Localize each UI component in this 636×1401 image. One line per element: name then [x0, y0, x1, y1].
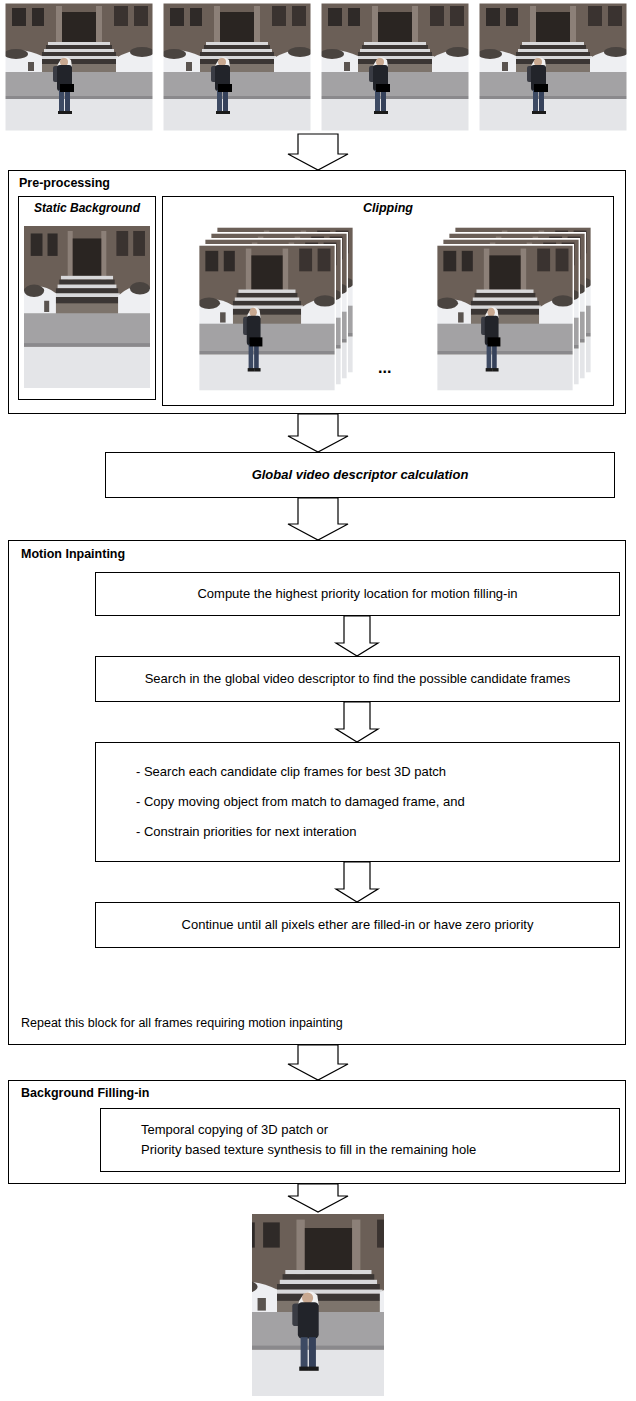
box-text: Global video descriptor calculation	[252, 467, 469, 483]
panel-box: Static Background	[18, 196, 156, 400]
background-image	[24, 226, 150, 388]
stage-box: Background Filling-inTemporal copying of…	[8, 1080, 626, 1184]
box-heading: Repeat this block for all frames requiri…	[21, 1016, 343, 1032]
process-box: - Search each candidate clip frames for …	[95, 742, 620, 862]
box-heading: Motion Inpainting	[21, 547, 125, 563]
video-frame	[162, 2, 312, 132]
clip-frame	[436, 244, 574, 392]
box-text: Temporal copying of 3D patch or	[141, 1122, 328, 1138]
label-anchor: ...	[378, 358, 391, 378]
process-box: Compute the highest priority location fo…	[95, 572, 620, 616]
process-box: Temporal copying of 3D patch or Priority …	[100, 1108, 620, 1172]
block-arrow	[336, 616, 378, 656]
box-text: - Search each candidate clip frames for …	[136, 764, 446, 780]
video-frame	[4, 2, 154, 132]
box-text: - Constrain priorities for next interati…	[136, 824, 356, 840]
result-image	[224, 1214, 432, 1396]
block-arrow	[288, 134, 348, 170]
clip-frame	[198, 244, 336, 392]
stage-box: Pre-processingStatic Background Clipping	[8, 170, 626, 414]
block-arrow	[288, 414, 348, 452]
box-text: Compute the highest priority location fo…	[197, 586, 517, 602]
process-box: Search in the global video descriptor to…	[95, 656, 620, 702]
video-frame	[320, 2, 470, 132]
ellipsis-label: ...	[378, 358, 391, 378]
block-arrow	[288, 498, 348, 540]
block-arrow	[336, 862, 378, 902]
box-heading: Pre-processing	[19, 176, 110, 192]
block-arrow	[288, 1184, 348, 1212]
box-text: Continue until all pixels ether are fill…	[182, 917, 534, 933]
block-arrow	[336, 702, 378, 742]
box-heading: Background Filling-in	[21, 1086, 149, 1102]
process-box: Global video descriptor calculation	[105, 452, 615, 498]
block-arrow	[288, 1045, 348, 1080]
box-text: Priority based texture synthesis to fill…	[141, 1142, 476, 1158]
box-text: - Copy moving object from match to damag…	[136, 794, 465, 810]
process-box: Continue until all pixels ether are fill…	[95, 902, 620, 948]
box-heading: Clipping	[363, 201, 413, 217]
video-frame	[478, 2, 628, 132]
box-text: Search in the global video descriptor to…	[145, 671, 571, 687]
box-heading: Static Background	[34, 201, 140, 216]
stage-box: Motion InpaintingRepeat this block for a…	[8, 540, 626, 1045]
